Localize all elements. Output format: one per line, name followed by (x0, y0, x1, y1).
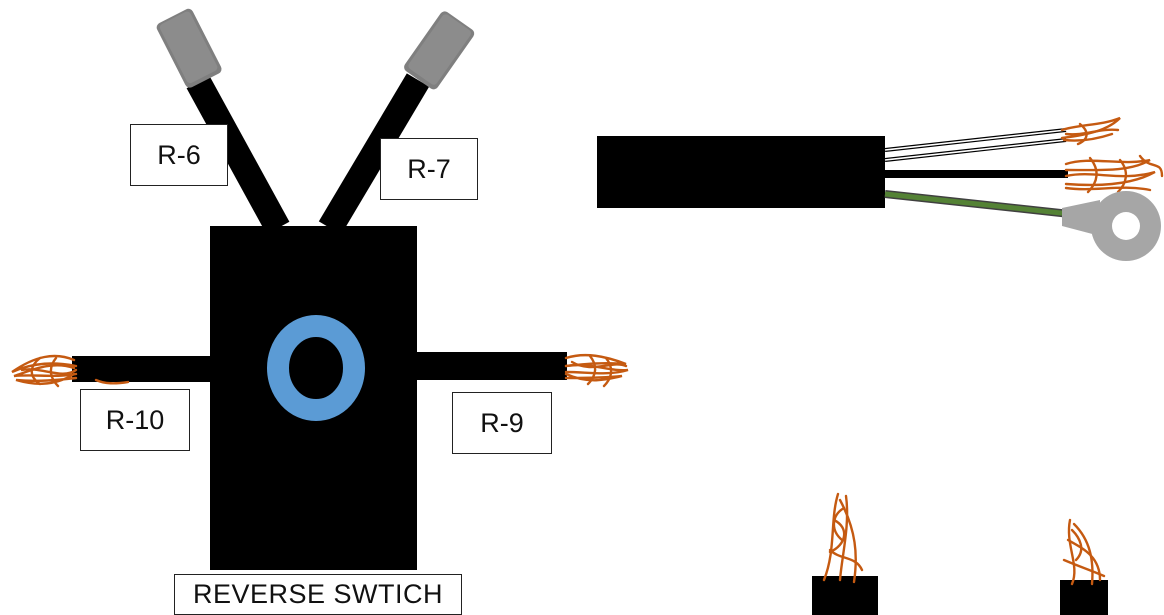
copper-strands-r10 (11, 354, 130, 388)
label-r7: R-7 (380, 138, 478, 200)
cap-r6 (156, 8, 222, 88)
cap-r7 (404, 11, 475, 90)
lead-r10 (72, 356, 212, 382)
copper-strands-harness-mid (1064, 154, 1164, 194)
copper-strands-harness-top (1060, 116, 1121, 146)
wire-white-1-core (884, 129, 1067, 151)
lead-r9 (415, 352, 567, 380)
lead-r6 (186, 75, 290, 235)
label-r9: R-9 (452, 392, 552, 454)
ring-terminal (1062, 191, 1161, 261)
switch-ring (267, 315, 365, 421)
copper-strands-bottom-left (822, 492, 864, 584)
wire-green-core (884, 191, 1071, 217)
bottom-wire-left (812, 576, 878, 615)
switch-body (210, 226, 417, 570)
wire-white-2-core (884, 139, 1067, 161)
copper-strands-r9 (564, 353, 629, 388)
diagram-title: REVERSE SWTICH (174, 574, 462, 615)
label-r6: R-6 (130, 124, 228, 186)
harness-sheath (597, 136, 885, 208)
copper-strands-bottom-right (1062, 518, 1106, 586)
lead-r7 (318, 73, 430, 235)
label-r10: R-10 (80, 389, 190, 451)
bottom-wire-right (1060, 580, 1108, 615)
